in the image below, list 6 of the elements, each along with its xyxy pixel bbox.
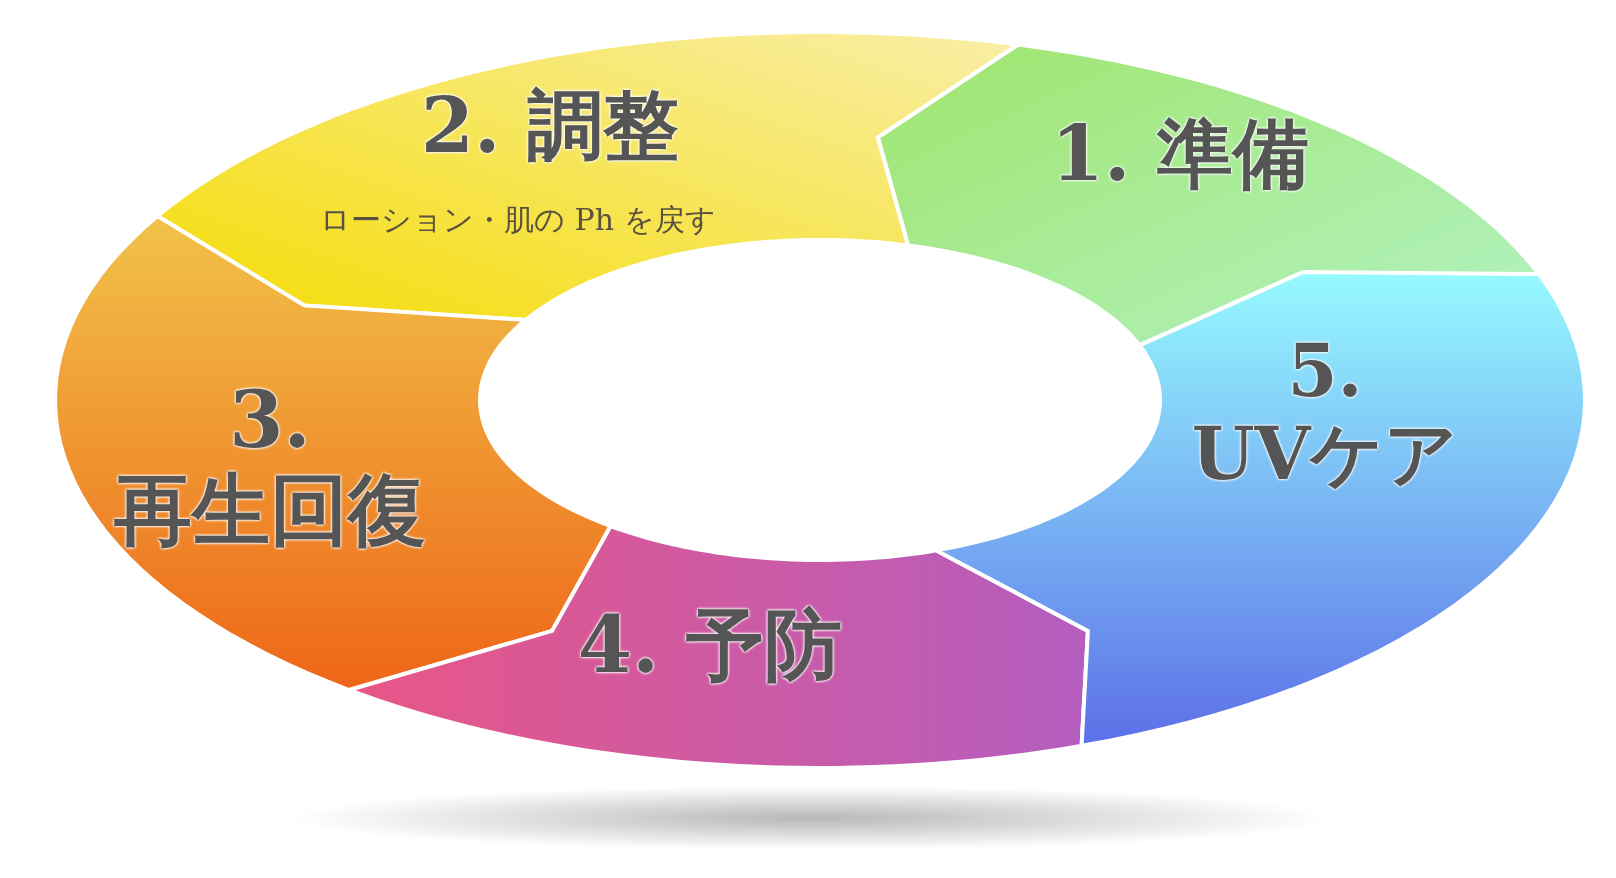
step-title: 5. UVケア bbox=[1190, 330, 1460, 496]
step-description: ローション・肌の Ph を戻す bbox=[320, 201, 716, 239]
step-title: 1. 準備 bbox=[1050, 110, 1310, 198]
step-title: 3. 再生回復 bbox=[113, 375, 427, 555]
step-title: 4. 予防 bbox=[576, 600, 844, 690]
step-title: 2. 調整 bbox=[420, 82, 680, 170]
